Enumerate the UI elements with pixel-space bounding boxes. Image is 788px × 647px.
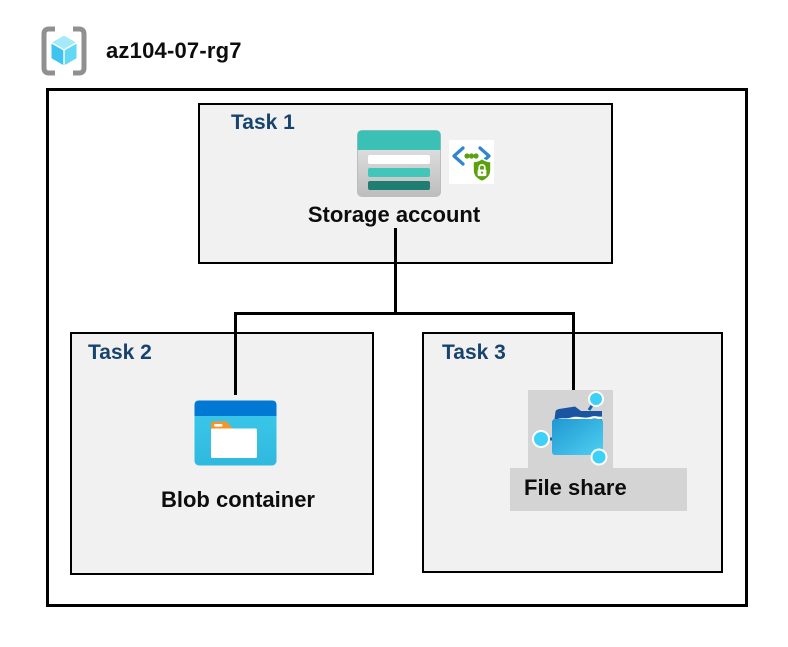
task2-box: Task 2 Blob container <box>70 332 374 575</box>
file-share-label: File share <box>524 475 627 500</box>
file-share-icon-highlight <box>528 390 613 468</box>
storage-account-label: Storage account <box>307 202 481 227</box>
file-share-icon <box>532 391 608 466</box>
resource-group-header: az104-07-rg7 <box>0 0 788 86</box>
blob-container-icon <box>194 400 277 466</box>
task1-label: Task 1 <box>231 111 295 134</box>
task3-label: Task 3 <box>442 341 506 364</box>
blob-container-label: Blob container <box>160 487 315 512</box>
resource-group-icon <box>41 26 87 76</box>
connector-horizontal <box>234 312 575 315</box>
sas-shield-lock-icon <box>449 140 494 184</box>
file-share-label-highlight: File share <box>510 468 687 511</box>
storage-account-icon <box>357 130 441 197</box>
connector-storage-stem <box>394 228 397 314</box>
connector-to-file-share <box>572 312 575 390</box>
task2-label: Task 2 <box>88 341 152 364</box>
task1-box: Task 1 Storage account <box>198 103 613 264</box>
resource-group-name: az104-07-rg7 <box>106 38 242 63</box>
connector-to-blob-container <box>234 312 237 395</box>
